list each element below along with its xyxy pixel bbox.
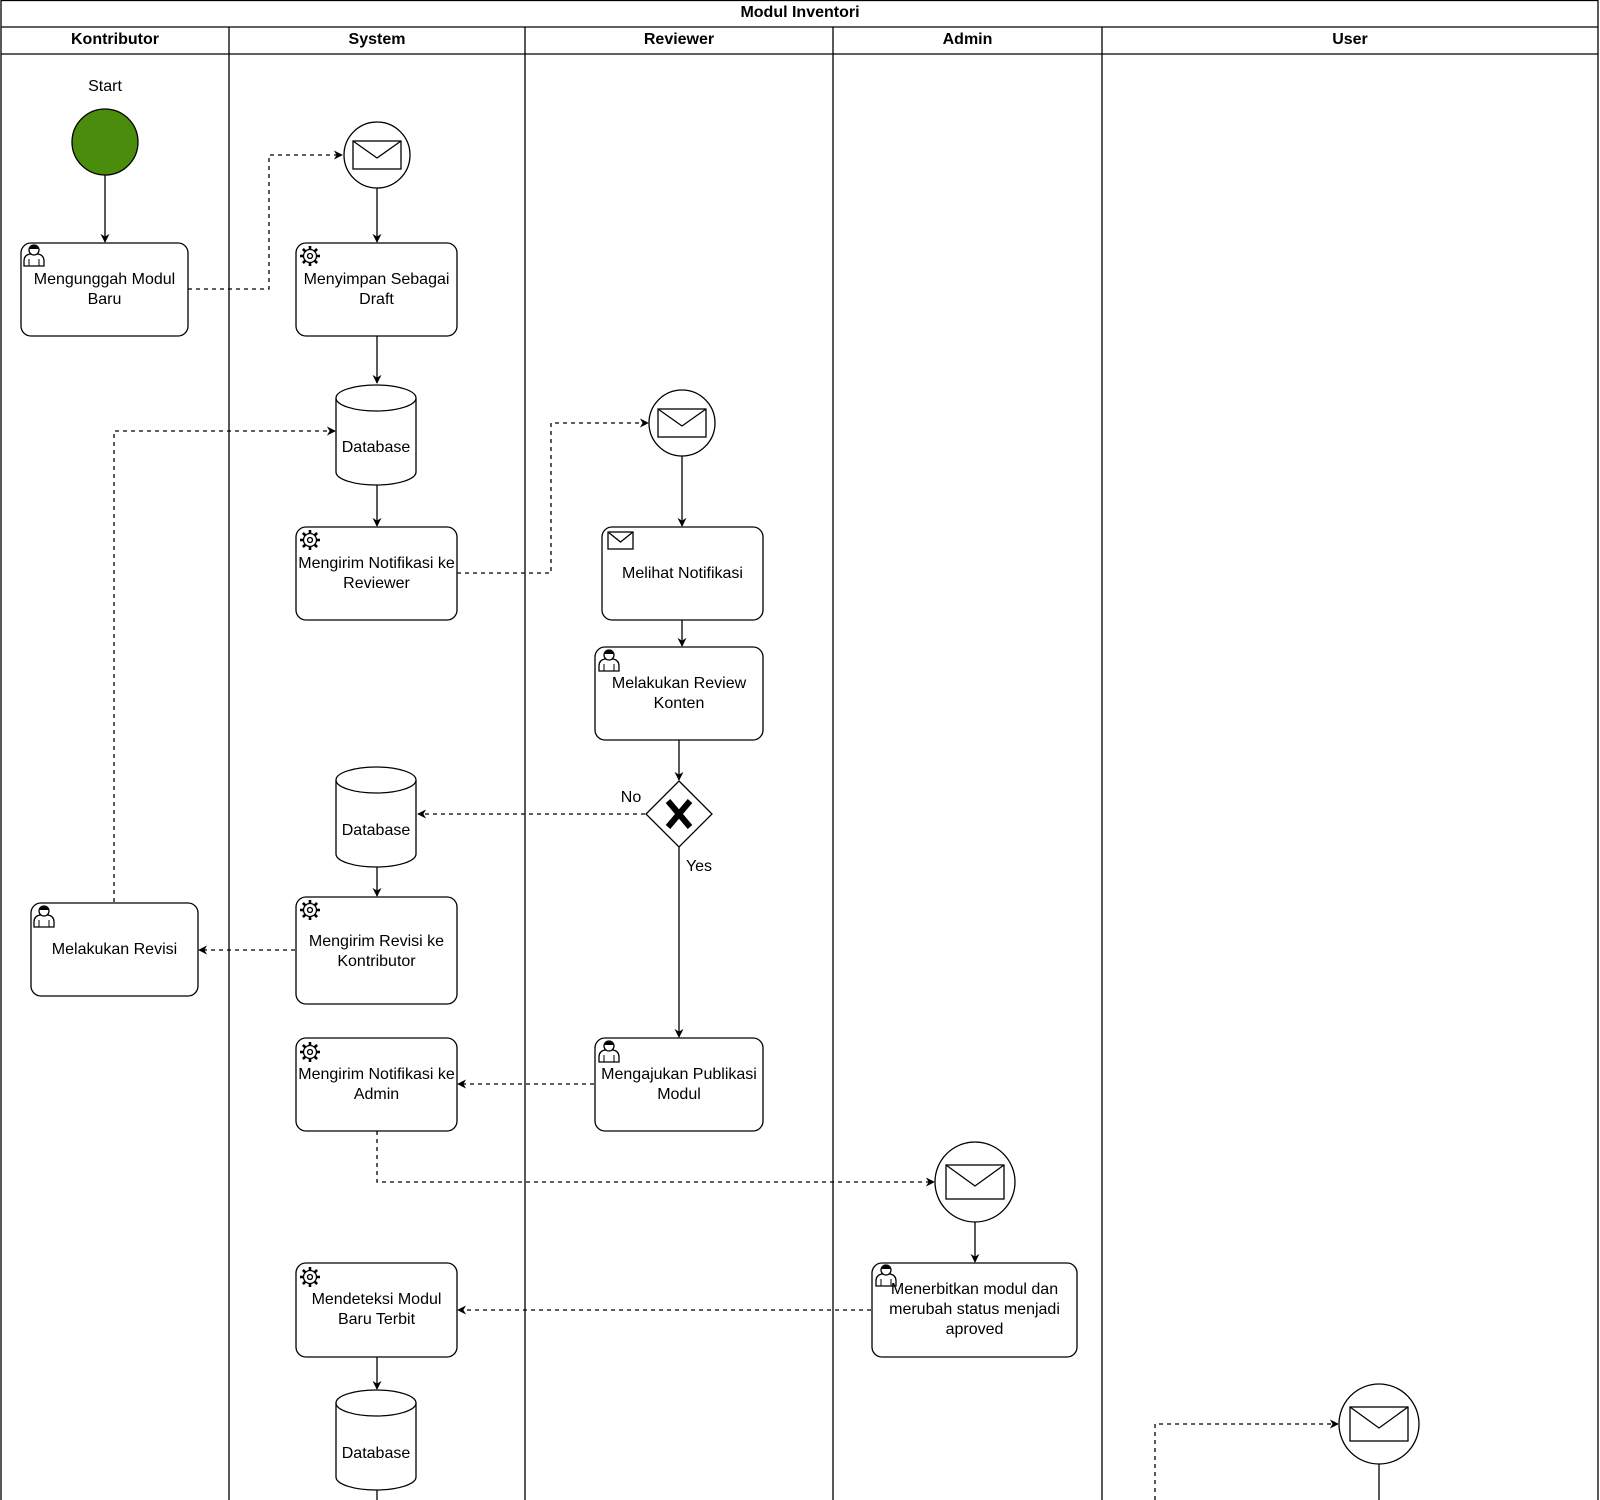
task-ajukan-publikasi-box[interactable] <box>594 1037 764 1132</box>
database-store-3[interactable] <box>335 1389 417 1491</box>
mail-icon <box>607 531 634 550</box>
task-mendeteksi-label: Mendeteksi Modul Baru Terbit <box>311 1291 442 1328</box>
task-kirim-revisi-box[interactable] <box>295 896 458 1005</box>
task-melihat-notif-label: Melihat Notifikasi <box>622 564 743 582</box>
task-menerbitkan-label: Menerbitkan modul dan merubah status men… <box>889 1281 1060 1338</box>
lane-header-admin: Admin <box>942 31 993 48</box>
task-mengunggah-label: Mengunggah Modul Baru <box>33 270 176 308</box>
task-review-konten-label: Melakukan Review Konten <box>611 674 747 712</box>
database-label-2: Database <box>341 822 411 839</box>
task-revisi-label: Melakukan Revisi <box>51 940 178 958</box>
task-notif-reviewer-label: Mengirim Notifikasi ke Reviewer <box>298 554 455 592</box>
message-flow <box>188 150 343 290</box>
gateway-yes-label: Yes <box>685 858 713 875</box>
message-event-reviewer[interactable] <box>648 389 716 457</box>
task-revisi-box[interactable] <box>30 902 199 997</box>
task-kirim-revisi-label: Mengirim Revisi ke Kontributor <box>308 932 445 970</box>
exclusive-gateway[interactable] <box>645 780 713 848</box>
message-event-system[interactable] <box>343 121 411 189</box>
start-event[interactable] <box>71 108 139 176</box>
database-label-1: Database <box>341 439 411 456</box>
database-store-2[interactable] <box>335 766 417 868</box>
message-flow <box>457 418 649 574</box>
lane-header-user: User <box>1332 31 1368 48</box>
pool-title: Modul Inventori <box>740 4 860 21</box>
message-event-user[interactable] <box>1338 1383 1420 1465</box>
message-flow <box>1154 1419 1339 1500</box>
message-event-admin[interactable] <box>934 1141 1016 1223</box>
start-label: Start <box>88 78 122 95</box>
database-store-1[interactable] <box>335 384 417 486</box>
task-menerbitkan-box[interactable] <box>871 1262 1078 1358</box>
lane-header-kontributor: Kontributor <box>71 31 159 48</box>
lane-header-system: System <box>348 31 406 48</box>
task-notif-admin-label: Mengirim Notifikasi ke Admin <box>298 1065 455 1103</box>
lane-header-reviewer: Reviewer <box>643 31 715 48</box>
task-ajukan-publikasi-label: Mengajukan Publikasi Modul <box>601 1065 757 1103</box>
message-flow <box>113 426 336 902</box>
task-menyimpan-label: Menyimpan Sebagai Draft <box>303 270 450 308</box>
message-flow <box>376 1131 935 1187</box>
database-label-3: Database <box>341 1445 411 1462</box>
gateway-no-label: No <box>620 789 642 806</box>
